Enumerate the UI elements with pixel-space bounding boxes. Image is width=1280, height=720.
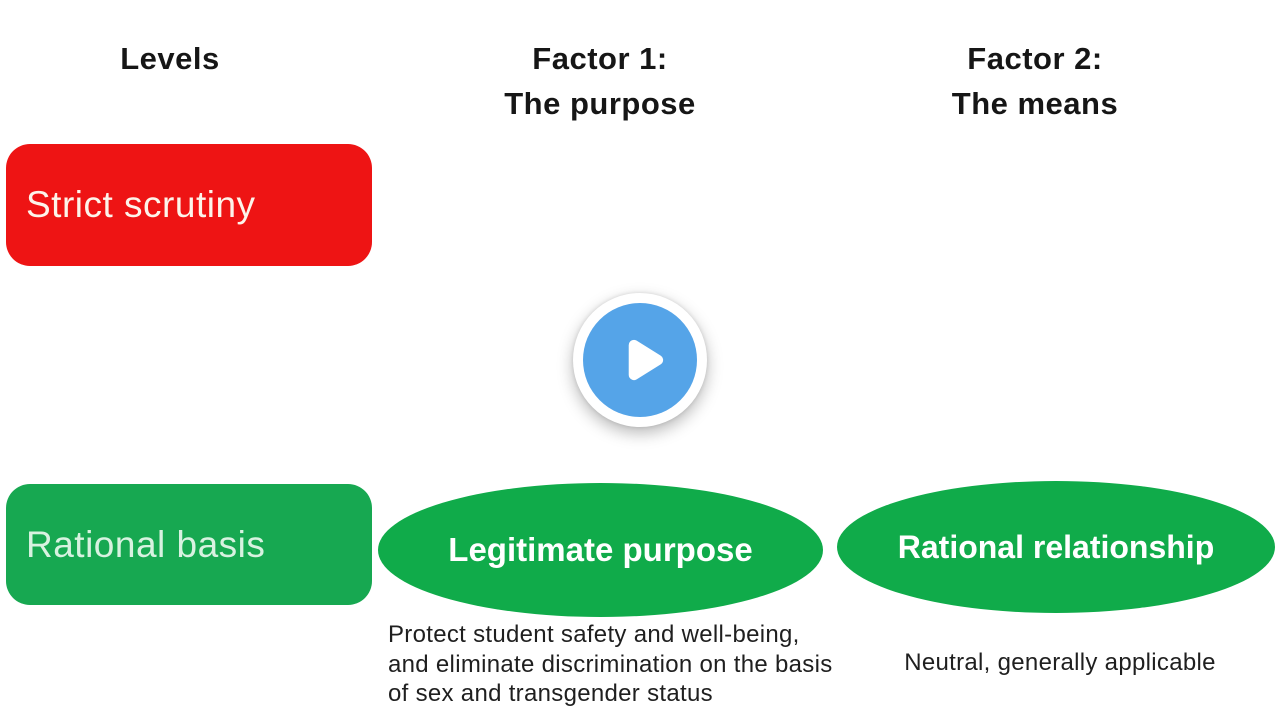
strict-scrutiny-box: Strict scrutiny bbox=[6, 144, 372, 266]
factor1-detail-text: Protect student safety and well-being, a… bbox=[388, 621, 833, 707]
column-header-factor1: Factor 1: The purpose bbox=[435, 36, 765, 126]
factor1-header-line1: Factor 1: bbox=[532, 41, 668, 76]
rational-relationship-ellipse: Rational relationship bbox=[837, 481, 1275, 613]
rational-basis-label: Rational basis bbox=[26, 523, 266, 565]
play-button[interactable] bbox=[573, 293, 707, 427]
column-header-levels: Levels bbox=[120, 41, 220, 76]
column-header-factor2: Factor 2: The means bbox=[870, 36, 1200, 126]
play-button-circle bbox=[583, 303, 697, 417]
play-icon bbox=[628, 339, 664, 381]
factor2-header-line1: Factor 2: bbox=[967, 41, 1103, 76]
factor2-header-line2: The means bbox=[951, 86, 1119, 121]
strict-scrutiny-label: Strict scrutiny bbox=[26, 184, 256, 225]
factor1-header-line2: The purpose bbox=[504, 86, 696, 121]
legitimate-purpose-label: Legitimate purpose bbox=[448, 531, 753, 568]
rational-basis-box: Rational basis bbox=[6, 484, 372, 605]
factor2-detail-text: Neutral, generally applicable bbox=[904, 649, 1216, 676]
legitimate-purpose-ellipse: Legitimate purpose bbox=[378, 483, 823, 617]
rational-relationship-label: Rational relationship bbox=[897, 528, 1215, 565]
